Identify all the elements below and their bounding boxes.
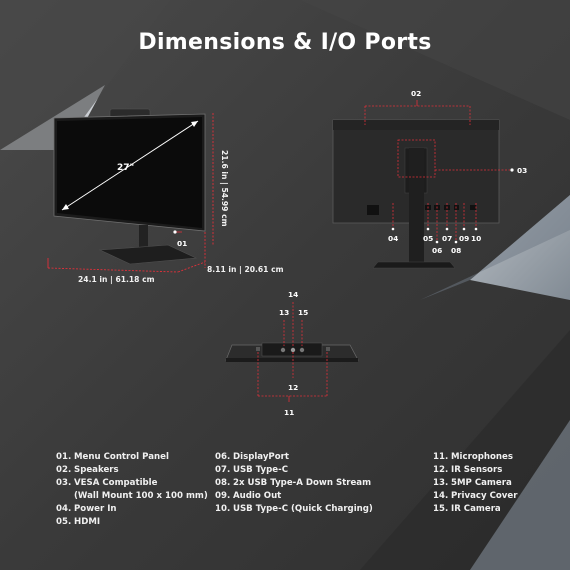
- callout-11: 11: [284, 408, 295, 417]
- legend-item: 14.Privacy Cover: [433, 491, 518, 501]
- callout-13: 13: [279, 308, 290, 317]
- callout-09: 09: [459, 234, 470, 243]
- callout-12: 12: [288, 383, 299, 392]
- legend-item: 02.Speakers: [56, 465, 119, 475]
- callout-06: 06: [432, 246, 443, 255]
- callout-03: 03: [517, 166, 528, 175]
- diagonal-size-label: 27": [117, 163, 135, 173]
- callout-04: 04: [388, 234, 399, 243]
- legend-item: 09.Audio Out: [215, 491, 282, 501]
- legend-column-2: 06.DisplayPort 07.USB Type-C 08.2x USB T…: [215, 451, 373, 516]
- legend-item: 03.VESA Compatible: [56, 478, 158, 488]
- callout-02: 02: [411, 89, 422, 98]
- legend-item: 04.Power In: [56, 504, 117, 514]
- callout-10: 10: [471, 234, 482, 243]
- callout-15: 15: [298, 308, 309, 317]
- legend-item: 07.USB Type-C: [215, 465, 289, 475]
- legend-item: 11.Microphones: [433, 452, 513, 462]
- legend-item: 12.IR Sensors: [433, 465, 503, 475]
- legend-item: 08.2x USB Type-A Down Stream: [215, 478, 372, 488]
- legend-item: (Wall Mount 100 x 100 mm): [74, 491, 208, 501]
- legend-item: 06.DisplayPort: [215, 452, 289, 462]
- legend-column-3: 11.Microphones 12.IR Sensors 13.5MP Came…: [433, 451, 517, 516]
- depth-dimension-label: 8.11 in | 20.61 cm: [207, 265, 284, 274]
- legend-item: 15.IR Camera: [433, 504, 501, 514]
- callout-05: 05: [423, 234, 434, 243]
- page-title: Dimensions & I/O Ports: [138, 30, 432, 55]
- legend-item: 13.5MP Camera: [433, 478, 512, 488]
- callout-14: 14: [288, 290, 299, 299]
- legend-item: 10.USB Type-C (Quick Charging): [215, 504, 373, 514]
- legend-item: 05.HDMI: [56, 517, 101, 527]
- width-dimension-label: 24.1 in | 61.18 cm: [78, 275, 155, 284]
- legend-item: 01.Menu Control Panel: [56, 452, 169, 462]
- legend-column-1: 01.Menu Control Panel 02.Speakers 03.VES…: [56, 451, 208, 529]
- callout-07: 07: [442, 234, 453, 243]
- callout-08: 08: [451, 246, 462, 255]
- callout-01: 01: [177, 239, 188, 248]
